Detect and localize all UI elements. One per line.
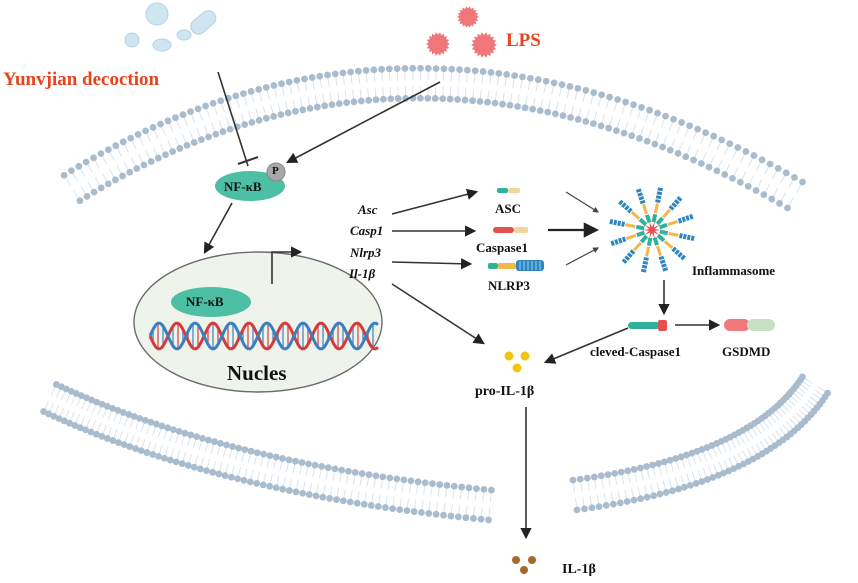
herb-label: Yunvjian decoction: [3, 69, 160, 90]
cleaved-caspase1-protein: [628, 320, 667, 331]
phospho-label: P: [272, 165, 279, 177]
il1b-label: IL-1β: [562, 562, 596, 577]
inhibition-bar: [237, 156, 259, 165]
lps-icon: [426, 6, 497, 58]
asc-to-inflammasome: [565, 191, 600, 213]
nucleus: [133, 251, 383, 393]
caspase1-label: Caspase1: [476, 240, 529, 255]
cell-membrane: [40, 64, 831, 524]
gene-casp1: Casp1: [350, 223, 384, 238]
gene-nlrp3: Nlrp3: [350, 245, 382, 260]
lps-arrow: [286, 81, 441, 164]
gene-il1b: Il-1β: [349, 266, 376, 281]
nfkb-cytoplasm-label: NF-κB: [224, 179, 262, 194]
membrane-top: [60, 64, 806, 212]
pro-il1b-particles: [504, 351, 530, 373]
cleaved-caspase1-label: cleved-Caspase1: [590, 344, 681, 359]
nfkb-cytoplasm: [215, 171, 285, 201]
nfkb-nucleus-label: NF-κB: [186, 294, 224, 309]
il1b-particles: [512, 556, 536, 574]
asc-label: ASC: [495, 201, 522, 216]
gene-asc: Asc: [358, 202, 378, 217]
nucleus-label: Nucles: [227, 361, 287, 385]
nlrp3-label: NLRP3: [488, 278, 530, 293]
dna-helix: [148, 321, 379, 351]
nlrp3-to-inflammasome: [565, 247, 600, 266]
nlrp3-arrow: [391, 258, 473, 270]
il1b-arrow: [391, 283, 485, 345]
inflammasome-label: Inflammasome: [692, 263, 776, 278]
asc-arrow: [391, 188, 479, 215]
translocation-arrow: [203, 202, 233, 254]
gsdmd-label: GSDMD: [722, 344, 771, 359]
lps-label: LPS: [506, 30, 541, 51]
nlrp3-protein: [488, 260, 544, 271]
asc-protein: [497, 188, 520, 193]
membrane-bottom-left: [40, 381, 495, 524]
pro-il1b-label: pro-IL-1β: [475, 384, 535, 399]
pills-icon: [124, 2, 217, 52]
inhibition-line: [217, 71, 249, 167]
caspase1-protein: [493, 227, 528, 233]
gsdmd-protein: [724, 319, 775, 331]
inflammasome-complex: [608, 186, 696, 274]
transcription-arrow: [271, 246, 303, 284]
membrane-bottom-right: [569, 373, 831, 514]
nfkb-nucleus: [171, 287, 251, 317]
cleavage-arrow: [543, 327, 629, 364]
phospho-badge: [266, 162, 286, 182]
